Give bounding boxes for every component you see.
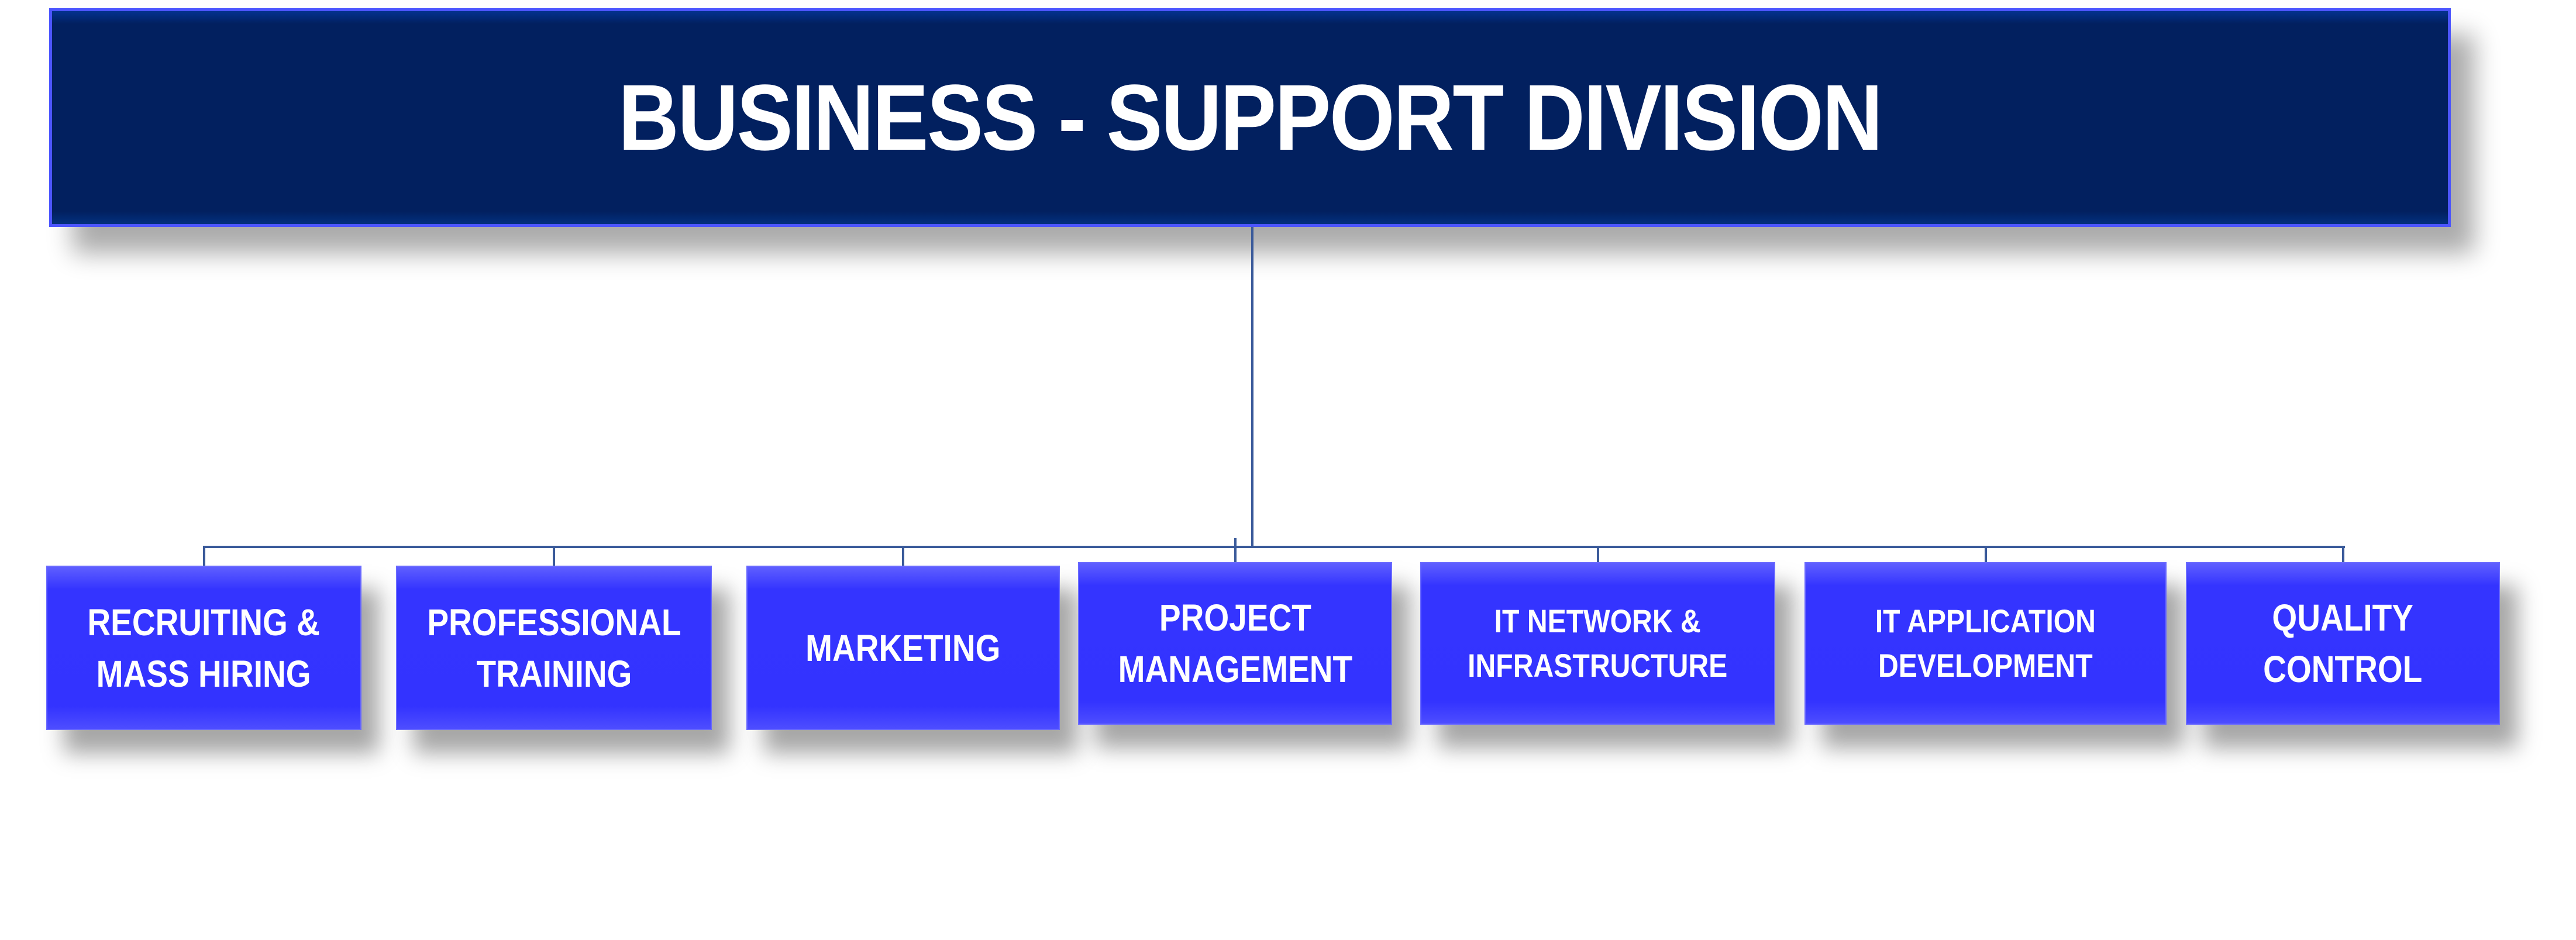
department-box-quality-control: QUALITY CONTROL <box>2186 562 2500 725</box>
department-label: MARKETING <box>805 626 1001 669</box>
department-box-recruiting: RECRUITING & MASS HIRING <box>46 566 361 730</box>
connector-bus <box>204 546 2345 548</box>
connector-drop <box>1597 546 1599 562</box>
department-box-it-network: IT NETWORK & INFRASTRUCTURE <box>1420 562 1775 725</box>
connector-drop <box>1985 546 1987 562</box>
connector-drop <box>203 546 205 566</box>
division-title: BUSINESS - SUPPORT DIVISION <box>618 65 1883 170</box>
connector-trunk <box>1251 227 1253 548</box>
connector-drop <box>1234 538 1237 562</box>
connector-drop <box>553 546 555 566</box>
department-label: IT APPLICATION DEVELOPMENT <box>1875 602 2096 684</box>
department-box-marketing: MARKETING <box>746 566 1060 730</box>
department-label: PROJECT MANAGEMENT <box>1118 597 1352 690</box>
department-label: PROFESSIONAL TRAINING <box>426 601 681 695</box>
department-box-it-application: IT APPLICATION DEVELOPMENT <box>1804 562 2167 725</box>
department-box-project-management: PROJECT MANAGEMENT <box>1078 562 1392 725</box>
department-box-professional-training: PROFESSIONAL TRAINING <box>396 566 712 730</box>
division-header-box: BUSINESS - SUPPORT DIVISION <box>49 8 2451 227</box>
department-label: RECRUITING & MASS HIRING <box>87 601 321 695</box>
department-label: QUALITY CONTROL <box>2263 597 2423 690</box>
department-label: IT NETWORK & INFRASTRUCTURE <box>1468 602 1728 684</box>
connector-drop <box>2342 546 2344 562</box>
connector-drop <box>902 546 904 566</box>
